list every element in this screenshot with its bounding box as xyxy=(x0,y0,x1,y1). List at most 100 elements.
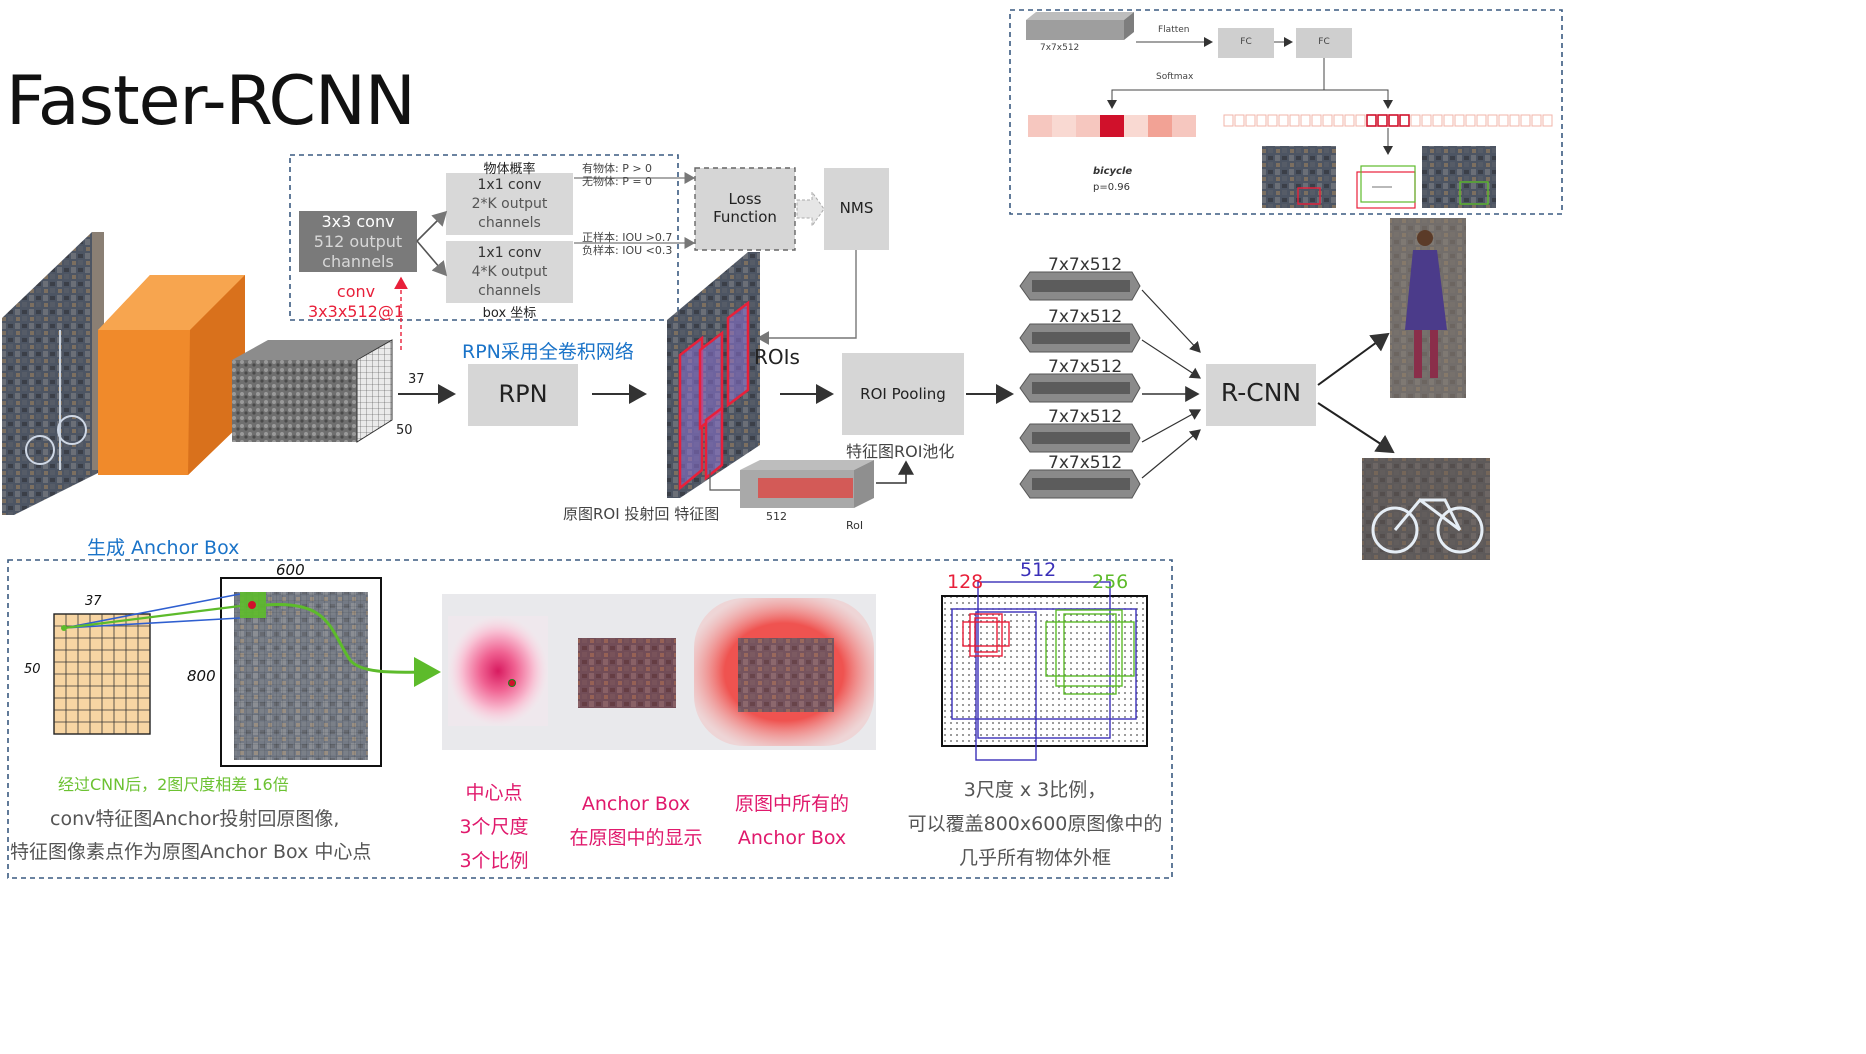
regression-cell xyxy=(1487,114,1498,127)
conv-label-line1: conv xyxy=(336,282,376,301)
fc-tensor-label: 7x7x512 xyxy=(1040,43,1080,53)
nms-box-bg xyxy=(824,168,889,250)
cnn-block xyxy=(98,275,245,475)
regression-cell xyxy=(1531,114,1542,127)
loss-function-box: Loss Function xyxy=(695,190,795,226)
roi-feature-map xyxy=(667,252,760,498)
flatten-label: Flatten xyxy=(1158,25,1190,35)
center-caption: 中心点 3个尺度 3个比例 xyxy=(444,776,544,878)
page-title: Faster-RCNN xyxy=(6,62,416,141)
cls-cond-line2: 无物体: P = 0 xyxy=(582,175,653,188)
flatten-tensor xyxy=(1026,12,1134,40)
loss-line2: Function xyxy=(713,208,777,226)
scale-128: 128 xyxy=(947,571,984,593)
output-person-image xyxy=(1390,218,1466,398)
roi-pooling-bg xyxy=(842,353,964,435)
thumb-1 xyxy=(1262,146,1336,208)
roi-pooling-box: ROI Pooling xyxy=(860,385,946,403)
all-caption-line2: Anchor Box xyxy=(737,827,847,849)
image-height-label: 800 xyxy=(187,667,216,685)
regression-cell xyxy=(1399,114,1410,127)
conv3x3-line2: 512 output xyxy=(313,232,403,251)
all-caption-line1: 原图中所有的 xyxy=(734,793,849,815)
all-anchors-caption: 原图中所有的 Anchor Box xyxy=(714,787,870,855)
regression-cell xyxy=(1333,114,1344,127)
regression-cell xyxy=(1443,114,1454,127)
fc2-bg xyxy=(1296,28,1352,58)
regression-cell xyxy=(1388,114,1399,127)
regression-cell xyxy=(1223,114,1234,127)
pooled-feature-band xyxy=(1032,432,1130,444)
rpn-box: RPN xyxy=(498,380,548,408)
reg-head-line3: channels xyxy=(478,283,541,299)
grid-height-label: 50 xyxy=(24,662,41,677)
reg-head-line2: 4*K output xyxy=(471,264,548,280)
cnn-note: 经过CNN后，2图尺度相差 16倍 xyxy=(58,775,289,794)
pooled-feature-band xyxy=(1032,382,1130,394)
pooled-feature-label: 7x7x512 xyxy=(1048,407,1123,427)
regression-cell xyxy=(1245,114,1256,127)
cls-head-box: 1x1 conv 2*K output channels xyxy=(446,176,573,233)
roi-proj-caption: 原图ROI 投射回 特征图 xyxy=(563,505,720,523)
pooled-feature-label: 7x7x512 xyxy=(1048,453,1123,473)
anchor-desc-line1: conv特征图Anchor投射回原图像, xyxy=(50,808,340,830)
conv3x3-bg xyxy=(299,211,417,272)
regression-cell xyxy=(1278,114,1289,127)
anchor-header: 生成 Anchor Box xyxy=(87,537,240,559)
input-image xyxy=(2,232,104,515)
pooled-feature-label: 7x7x512 xyxy=(1048,357,1123,377)
cls-head-line1: 1x1 conv xyxy=(477,177,542,193)
rpn-caption: RPN采用全卷积网络 xyxy=(462,341,634,363)
class-name: bicycle xyxy=(1093,166,1133,177)
softmax-label: Softmax xyxy=(1156,72,1194,82)
rois-label: ROIs xyxy=(754,345,800,369)
display-caption: Anchor Box 在原图中的显示 xyxy=(556,787,716,855)
fc1-box: FC xyxy=(1240,37,1252,47)
pooled-feature-band xyxy=(1032,280,1130,292)
grid-width-label: 37 xyxy=(85,594,102,609)
scale-512: 512 xyxy=(1020,559,1057,581)
regression-cell xyxy=(1234,114,1245,127)
conv3x3-box: 3x3 conv 512 output channels xyxy=(299,212,417,272)
scale-256: 256 xyxy=(1092,571,1129,593)
center-caption-line2: 3个尺度 xyxy=(459,816,529,838)
regression-cell xyxy=(1311,114,1322,127)
regression-cell xyxy=(1476,114,1487,127)
fc2-box: FC xyxy=(1318,37,1330,47)
regression-cell xyxy=(1322,114,1333,127)
regression-cell xyxy=(1432,114,1443,127)
dim-37: 37 xyxy=(408,372,425,387)
reg-head-caption: box 坐标 xyxy=(482,306,537,321)
rcnn-box-bg xyxy=(1206,364,1316,426)
regression-cell xyxy=(1366,114,1377,127)
reg-cond-line2: 负样本: IOU <0.3 xyxy=(582,244,673,257)
rpn-panel-border xyxy=(289,154,679,321)
regression-cell xyxy=(1267,114,1278,127)
regression-cell xyxy=(1542,114,1553,127)
regression-cell xyxy=(1256,114,1267,127)
anchor-panel-border xyxy=(7,559,1173,879)
thumb-3 xyxy=(1422,146,1496,208)
reg-head-line1: 1x1 conv xyxy=(477,245,542,261)
regression-cell xyxy=(1344,114,1355,127)
cls-head-title: 物体概率 xyxy=(483,162,536,177)
center-heat xyxy=(448,616,548,726)
center-caption-line1: 中心点 xyxy=(465,782,523,804)
regression-cell xyxy=(1355,114,1366,127)
coverage-caption: 3尺度 x 3比例， 可以覆盖800x600原图像中的 几乎所有物体外框 xyxy=(890,773,1180,875)
class-prob: p=0.96 xyxy=(1093,182,1130,193)
regression-cell xyxy=(1421,114,1432,127)
regression-cell xyxy=(1454,114,1465,127)
regression-cell xyxy=(1377,114,1388,127)
cls-head-line3: channels xyxy=(478,215,541,231)
cls-head-line2: 2*K output xyxy=(471,196,548,212)
regression-cell xyxy=(1289,114,1300,127)
regression-bar xyxy=(1223,114,1553,127)
rpn-box-bg xyxy=(468,364,578,426)
image-width-label: 600 xyxy=(276,561,305,579)
pooled-feature-band xyxy=(1032,332,1130,344)
regression-cell xyxy=(1520,114,1531,127)
rcnn-box: R-CNN xyxy=(1220,378,1302,407)
thumb-2 xyxy=(1356,171,1416,209)
reg-condition: 正样本: IOU >0.7 负样本: IOU <0.3 xyxy=(582,231,672,257)
